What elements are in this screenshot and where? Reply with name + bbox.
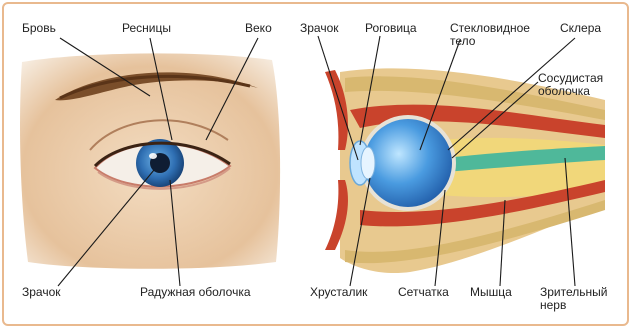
label-choroid-2: оболочка bbox=[538, 85, 590, 98]
label-vitreous-2: тело bbox=[450, 35, 475, 48]
label-eyelid: Веко bbox=[245, 22, 272, 35]
label-eyelashes: Ресницы bbox=[122, 22, 171, 35]
eyeball bbox=[362, 117, 454, 209]
label-optic-nerve-2: нерв bbox=[540, 299, 566, 312]
label-pupil-right: Зрачок bbox=[300, 22, 339, 35]
label-eyebrow: Бровь bbox=[22, 22, 56, 35]
label-lens: Хрусталик bbox=[310, 286, 367, 299]
label-retina: Сетчатка bbox=[398, 286, 449, 299]
lens bbox=[361, 147, 375, 179]
label-iris: Радужная оболочка bbox=[140, 286, 251, 299]
label-muscle: Мышца bbox=[470, 286, 512, 299]
label-sclera: Склера bbox=[560, 22, 601, 35]
label-cornea: Роговица bbox=[365, 22, 417, 35]
label-pupil-left: Зрачок bbox=[22, 286, 61, 299]
